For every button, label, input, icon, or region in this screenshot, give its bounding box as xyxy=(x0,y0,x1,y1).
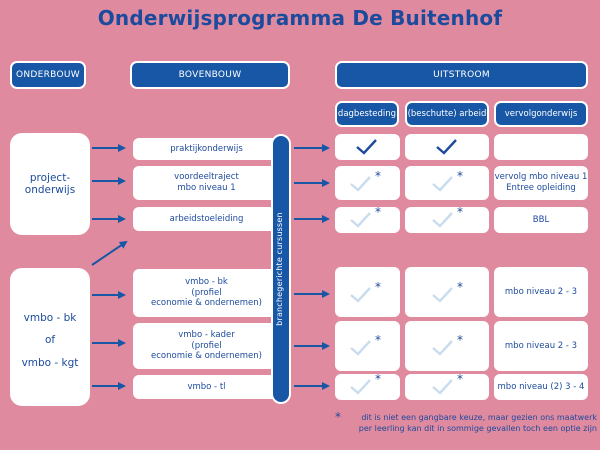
check-icon-arbeid-3 xyxy=(432,212,453,228)
check-icon-arbeid-2 xyxy=(432,176,453,192)
bovenbouw-vmbo-bk-line1: vmbo - bk xyxy=(185,277,228,288)
vervolg-box-1 xyxy=(494,134,588,160)
header-onderbouw: ONDERBOUW xyxy=(10,61,86,89)
onderbouw-vmbo-box: vmbo - bk of vmbo - kgt xyxy=(10,268,90,406)
footnote-line2: per leerling kan dit in sommige gevallen… xyxy=(358,423,597,433)
bovenbouw-vmbo-kader-line3: economie & ondernemen) xyxy=(151,351,262,362)
onderbouw-vmbo-line3: vmbo - kgt xyxy=(21,357,79,369)
onderbouw-project-line2: onderwijs xyxy=(24,184,76,196)
bovenbouw-voordeeltraject-line1: voordeeltraject xyxy=(174,172,239,183)
subheader-arbeid: (beschutte) arbeid xyxy=(405,101,489,127)
star-icon-arbeid-6: * xyxy=(457,372,463,386)
header-uitstroom: UITSTROOM xyxy=(335,61,588,89)
onderbouw-vmbo-line1: vmbo - bk xyxy=(23,312,77,324)
bovenbouw-vmbo-bk: vmbo - bk (profiel economie & ondernemen… xyxy=(133,269,280,317)
check-icon-dagbesteding-2 xyxy=(350,176,371,192)
bovenbouw-vmbo-bk-line2: (profiel xyxy=(191,287,222,298)
bovenbouw-arbeidstoeleiding-label: arbeidstoeleiding xyxy=(169,213,244,224)
footnote-line1: dit is niet een gangbare keuze, maar gez… xyxy=(361,413,597,422)
subheader-vervolgonderwijs: vervolgonderwijs xyxy=(494,101,588,127)
bovenbouw-vmbo-kader-line2: (profiel xyxy=(191,340,222,351)
check-icon-arbeid-5 xyxy=(432,340,453,356)
page-title: Onderwijsprogramma De Buitenhof xyxy=(97,6,503,30)
vervolg-label-4: mbo niveau 2 - 3 xyxy=(504,286,578,297)
vervolg-box-2: vervolg mbo niveau 1 Entree opleiding xyxy=(494,166,588,200)
bovenbouw-voordeeltraject: voordeeltraject mbo niveau 1 xyxy=(133,166,280,200)
subheader-dagbesteding: dagbesteding xyxy=(335,101,399,127)
vervolg-label-2: vervolg mbo niveau 1 Entree opleiding xyxy=(494,172,588,193)
vervolg-box-5: mbo niveau 2 - 3 xyxy=(494,321,588,371)
bovenbouw-vmbo-bk-line3: economie & ondernemen) xyxy=(151,298,262,309)
check-box-dagbesteding-2 xyxy=(335,166,400,200)
bovenbouw-praktijkonderwijs: praktijkonderwijs xyxy=(133,138,280,160)
branchegerichte-cursussen-bar: branchegerichte cursussen xyxy=(271,134,291,404)
bovenbouw-vmbo-tl: vmbo - tl xyxy=(133,375,280,399)
check-icon-dagbesteding-4 xyxy=(350,287,371,303)
vervolg-box-3: BBL xyxy=(494,207,588,233)
check-icon-dagbesteding-5 xyxy=(350,340,371,356)
star-icon-dagbesteding-3: * xyxy=(375,205,381,219)
star-icon-dagbesteding-6: * xyxy=(375,372,381,386)
header-bovenbouw: BOVENBOUW xyxy=(130,61,290,89)
bovenbouw-vmbo-tl-label: vmbo - tl xyxy=(187,381,226,392)
vervolg-box-4: mbo niveau 2 - 3 xyxy=(494,267,588,317)
vervolg-box-6: mbo niveau (2) 3 - 4 xyxy=(494,374,588,400)
bovenbouw-vmbo-kader-line1: vmbo - kader xyxy=(178,330,235,341)
onderbouw-project-line1: project- xyxy=(29,172,71,184)
check-icon-arbeid-1 xyxy=(436,139,457,155)
star-icon-arbeid-2: * xyxy=(457,169,463,183)
vervolg-label-6: mbo niveau (2) 3 - 4 xyxy=(497,381,585,392)
check-box-dagbesteding-5 xyxy=(335,321,400,371)
check-box-dagbesteding-1 xyxy=(335,134,400,160)
check-icon-dagbesteding-3 xyxy=(350,212,371,228)
bovenbouw-praktijkonderwijs-label: praktijkonderwijs xyxy=(170,143,243,154)
footnote-star-icon: * xyxy=(335,410,341,424)
vervolg-label-3: BBL xyxy=(532,214,550,225)
arrow-vmbo-arbeid xyxy=(91,240,128,266)
vervolg-label-5: mbo niveau 2 - 3 xyxy=(504,340,578,351)
onderbouw-vmbo-line2: of xyxy=(44,334,56,346)
star-icon-dagbesteding-5: * xyxy=(375,333,381,347)
bovenbouw-voordeeltraject-line2: mbo niveau 1 xyxy=(177,183,236,193)
star-icon-arbeid-4: * xyxy=(457,280,463,294)
check-box-dagbesteding-6 xyxy=(335,374,400,400)
star-icon-arbeid-5: * xyxy=(457,333,463,347)
footnote: dit is niet een gangbare keuze, maar gez… xyxy=(347,413,597,435)
star-icon-arbeid-3: * xyxy=(457,205,463,219)
bovenbouw-arbeidstoeleiding: arbeidstoeleiding xyxy=(133,207,280,231)
onderbouw-project-box: project- onderwijs xyxy=(10,133,90,235)
check-box-dagbesteding-3 xyxy=(335,207,400,233)
check-icon-dagbesteding-6 xyxy=(350,379,371,395)
star-icon-dagbesteding-4: * xyxy=(375,280,381,294)
check-box-arbeid-1 xyxy=(405,134,489,160)
check-icon-arbeid-4 xyxy=(432,287,453,303)
check-icon-arbeid-6 xyxy=(432,379,453,395)
bovenbouw-vmbo-kader: vmbo - kader (profiel economie & onderne… xyxy=(133,323,280,369)
star-icon-dagbesteding-2: * xyxy=(375,169,381,183)
check-icon-dagbesteding-1 xyxy=(356,139,377,155)
